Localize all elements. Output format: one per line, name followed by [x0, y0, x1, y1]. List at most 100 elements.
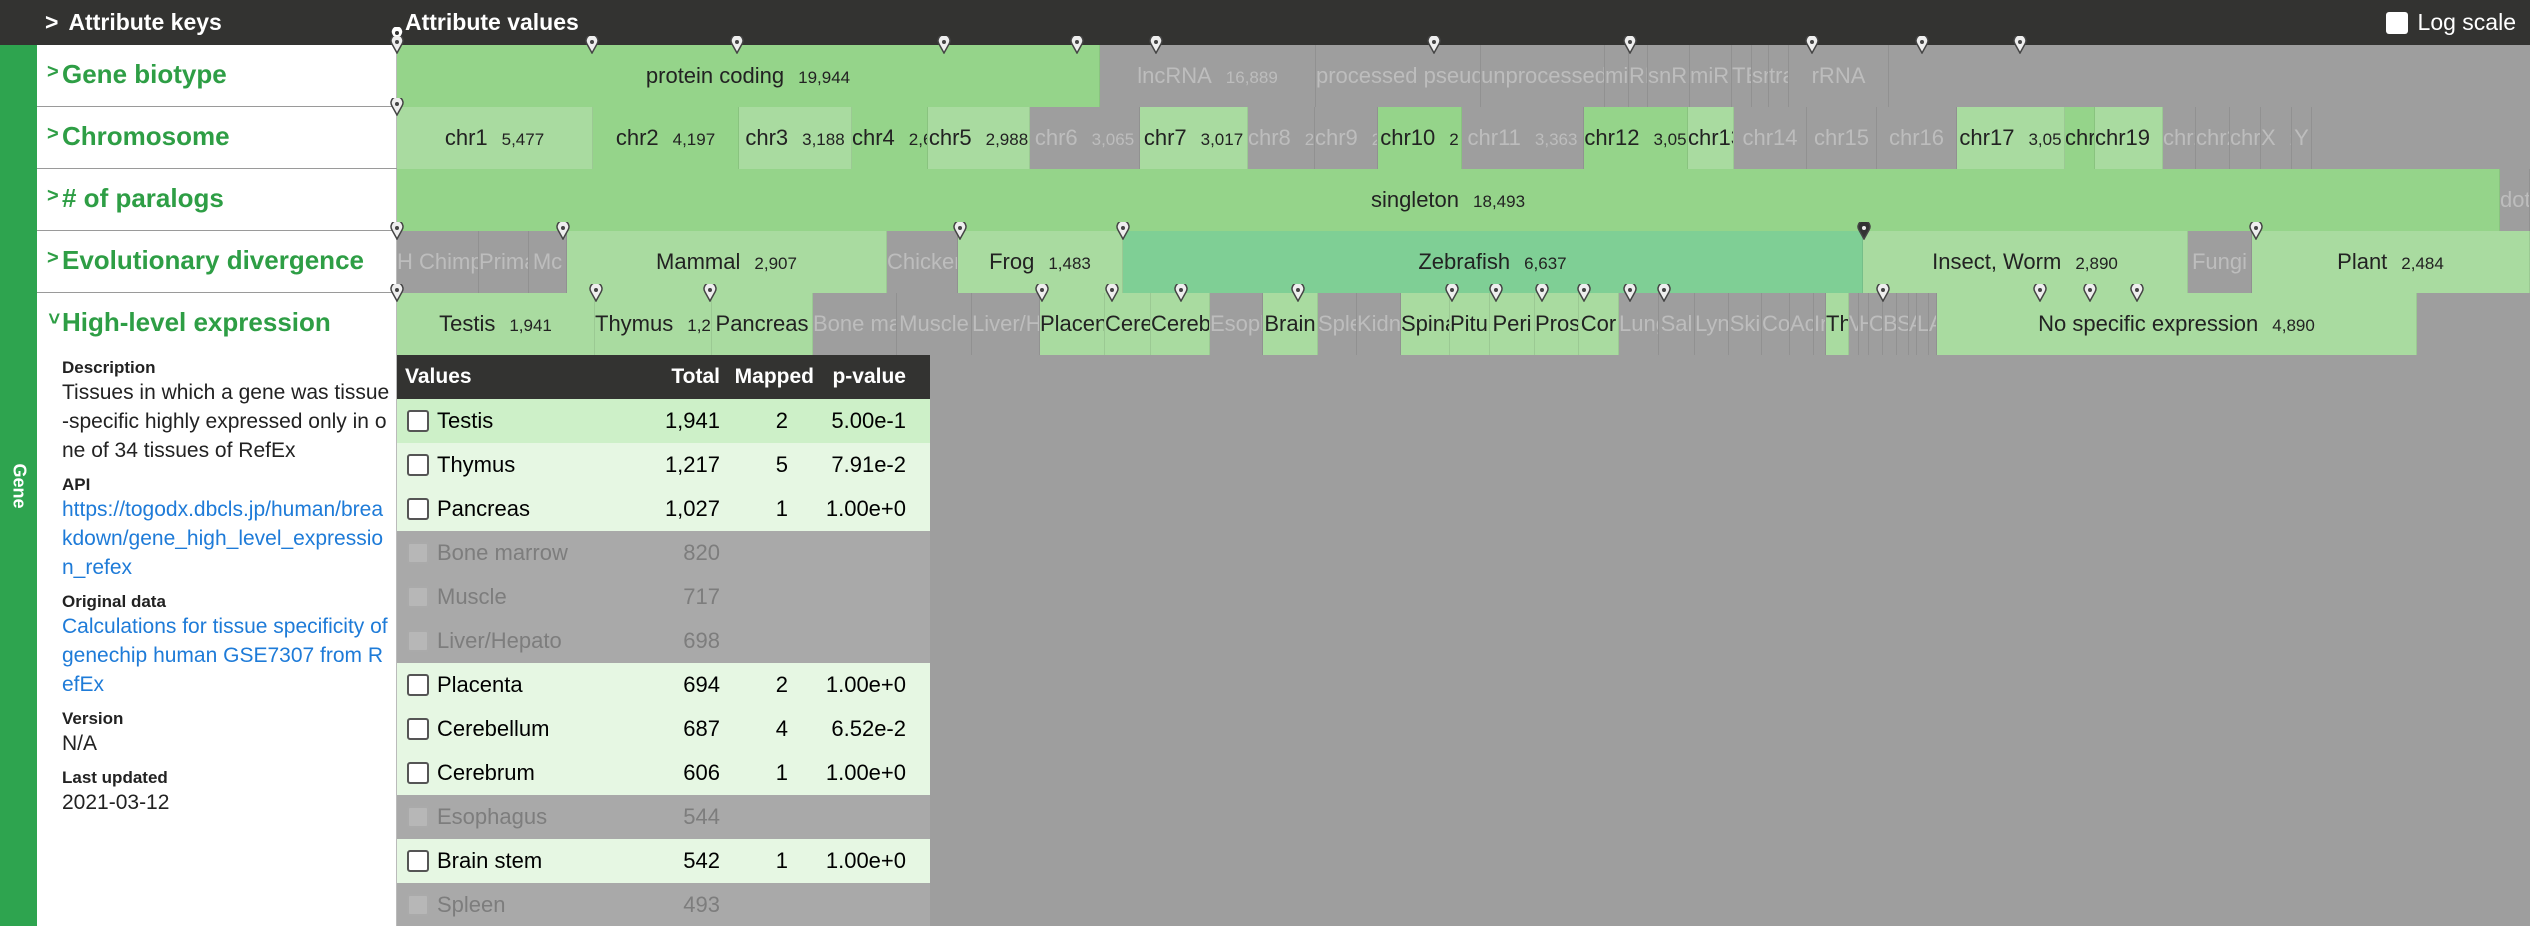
- track-segment[interactable]: Prostate: [1535, 293, 1579, 355]
- track-segment[interactable]: Cor: [1579, 293, 1619, 355]
- pin-icon[interactable]: [390, 222, 404, 240]
- log-scale-toggle[interactable]: Log scale: [2385, 0, 2516, 45]
- pin-icon[interactable]: [556, 222, 570, 240]
- key-row-gene-biotype[interactable]: >Gene biotype: [37, 45, 397, 107]
- pin-icon[interactable]: [1623, 36, 1637, 54]
- pin-icon[interactable]: [1489, 284, 1503, 302]
- track-segment[interactable]: Lung: [1619, 293, 1659, 355]
- pin-icon[interactable]: [1149, 36, 1163, 54]
- track-segment[interactable]: Spleen: [1318, 293, 1357, 355]
- track-segment[interactable]: V: [1849, 293, 1859, 355]
- key-row-chromosome[interactable]: >Chromosome: [37, 107, 397, 169]
- track-segment[interactable]: A: [1909, 293, 1917, 355]
- track-segment[interactable]: L: [1917, 293, 1929, 355]
- track-segment[interactable]: chr15: [1807, 107, 1877, 169]
- track-segment[interactable]: S: [1897, 293, 1909, 355]
- track-segment[interactable]: In: [1814, 293, 1826, 355]
- pin-icon[interactable]: [2033, 284, 2047, 302]
- track-segment[interactable]: chr16: [1877, 107, 1957, 169]
- pin-icon[interactable]: [589, 284, 603, 302]
- pin-icon[interactable]: [1657, 284, 1671, 302]
- pin-icon[interactable]: [2083, 284, 2097, 302]
- track-segment[interactable]: Primate: [479, 231, 529, 293]
- pin-icon[interactable]: [703, 284, 717, 302]
- track-segment[interactable]: unprocessed pseudogene: [1481, 45, 1605, 107]
- pin-icon[interactable]: [2130, 284, 2144, 302]
- track-segment[interactable]: H: [1859, 293, 1869, 355]
- pin-icon[interactable]: [1116, 222, 1130, 240]
- track-segment[interactable]: H Chimp: [397, 231, 479, 293]
- track-segment[interactable]: snRNA: [1648, 45, 1690, 107]
- track-segment[interactable]: Ac: [1790, 293, 1814, 355]
- pin-icon[interactable]: [585, 36, 599, 54]
- track-segment[interactable]: snoRNA: [1752, 45, 1769, 107]
- track-segment[interactable]: chr22: [2230, 107, 2261, 169]
- track-segment[interactable]: Bone marrow: [813, 293, 897, 355]
- track-segment[interactable]: Brain: [1263, 293, 1318, 355]
- pin-icon[interactable]: [1035, 284, 1049, 302]
- track-segment[interactable]: TEC: [1732, 45, 1752, 107]
- track-segment[interactable]: Pancreas: [712, 293, 813, 355]
- track-segment[interactable]: Th: [1826, 293, 1849, 355]
- track-segment[interactable]: Lyn: [1695, 293, 1729, 355]
- pin-icon[interactable]: [730, 36, 744, 54]
- pin-icon[interactable]: [1535, 284, 1549, 302]
- track-segment[interactable]: O: [1869, 293, 1883, 355]
- track-segment[interactable]: Liver/Hepato: [972, 293, 1040, 355]
- track-segment[interactable]: RN: [1629, 45, 1648, 107]
- track-segment[interactable]: Pituitary: [1450, 293, 1490, 355]
- row-checkbox[interactable]: [407, 718, 429, 740]
- track-segment[interactable]: Mc: [529, 231, 567, 293]
- key-row-high-level-expression[interactable]: >High-level expression: [37, 293, 397, 355]
- track-segment[interactable]: Placenta: [1040, 293, 1105, 355]
- track-segment[interactable]: dot1: [2500, 169, 2530, 231]
- pin-icon[interactable]: [390, 36, 404, 54]
- track-segment[interactable]: Fungi: [2188, 231, 2252, 293]
- pin-icon[interactable]: [1577, 284, 1591, 302]
- pin-icon[interactable]: [390, 98, 404, 116]
- attribute-keys-header[interactable]: >Attribute keys: [45, 0, 222, 45]
- pin-icon[interactable]: [1857, 222, 1871, 240]
- row-checkbox[interactable]: [407, 410, 429, 432]
- track-segment[interactable]: Co: [1762, 293, 1790, 355]
- pin-icon[interactable]: [953, 222, 967, 240]
- track-segment[interactable]: Kidney: [1357, 293, 1401, 355]
- pin-icon[interactable]: [390, 284, 404, 302]
- key-row-paralogs[interactable]: ># of paralogs: [37, 169, 397, 231]
- log-scale-checkbox[interactable]: [2385, 12, 2408, 34]
- pin-icon[interactable]: [1623, 284, 1637, 302]
- track-segment[interactable]: chr14: [1734, 107, 1807, 169]
- pin-icon[interactable]: [1070, 36, 1084, 54]
- pin-icon[interactable]: [2013, 36, 2027, 54]
- track-segment[interactable]: Cerebrum: [1151, 293, 1210, 355]
- track-segment[interactable]: Y: [2292, 107, 2312, 169]
- track-segment[interactable]: A: [1929, 293, 1937, 355]
- row-checkbox[interactable]: [407, 850, 429, 872]
- track-segment[interactable]: miRNA: [1690, 45, 1732, 107]
